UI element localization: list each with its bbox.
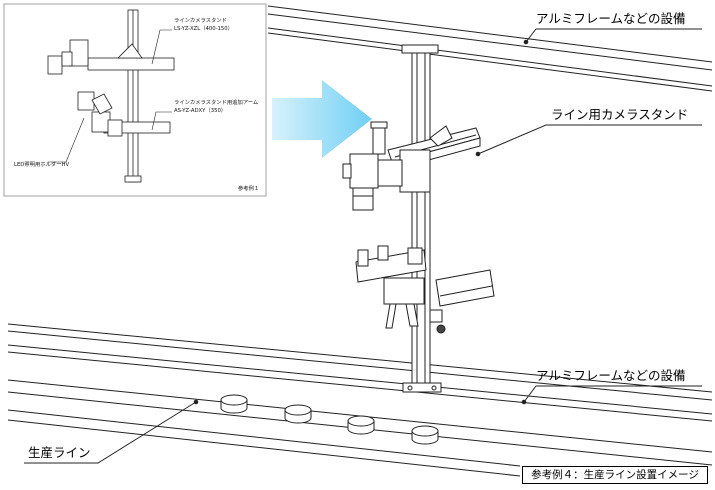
- leader-aluminum-top: [525, 28, 702, 43]
- callout-leaders: [24, 28, 702, 464]
- camera-stand: [342, 44, 495, 393]
- inset-corner-note: 参考例１: [238, 184, 259, 192]
- lower-led-arm: [355, 245, 495, 334]
- figure-caption: 参考例４：生産ライン設置イメージ: [522, 466, 708, 484]
- label-production-line: 生産ライン: [28, 445, 91, 460]
- inset-led-holder: LED照明用ホルダーHV: [14, 160, 69, 168]
- product-4: [411, 425, 439, 445]
- label-camera-stand: ライン用カメラスタンド: [551, 107, 689, 122]
- inset-arm-name: ラインカメラスタンド用追加アーム: [174, 98, 258, 106]
- stand-vertical-post: [411, 52, 431, 384]
- stand-top-plate: [401, 44, 439, 54]
- inset-arm-model: AS-YZ-ADXY（350）: [174, 107, 226, 114]
- leader-production-line: [24, 401, 197, 464]
- upper-aluminum-frame: [267, 5, 713, 92]
- inset-stand-model: LS-YZ-XZL（400-150）: [174, 25, 233, 32]
- upper-arm: [387, 125, 481, 193]
- products-on-line: [220, 394, 439, 445]
- product-2: [284, 404, 312, 424]
- stand-base-plate: [402, 382, 442, 393]
- label-aluminum-frame-bottom: アルミフレームなどの設備: [536, 368, 686, 383]
- label-aluminum-frame-top: アルミフレームなどの設備: [536, 11, 686, 26]
- leader-camera-stand: [477, 124, 702, 155]
- product-3: [347, 415, 375, 435]
- product-1: [220, 394, 248, 414]
- pointer-arrow: [272, 80, 372, 158]
- camera-body: [342, 121, 403, 211]
- inset-reference-drawing: ラインカメラスタンド LS-YZ-XZL（400-150） ラインカメラスタンド…: [3, 3, 267, 197]
- leader-aluminum-bottom: [523, 385, 702, 403]
- inset-stand-name: ラインカメラスタンド: [174, 16, 227, 24]
